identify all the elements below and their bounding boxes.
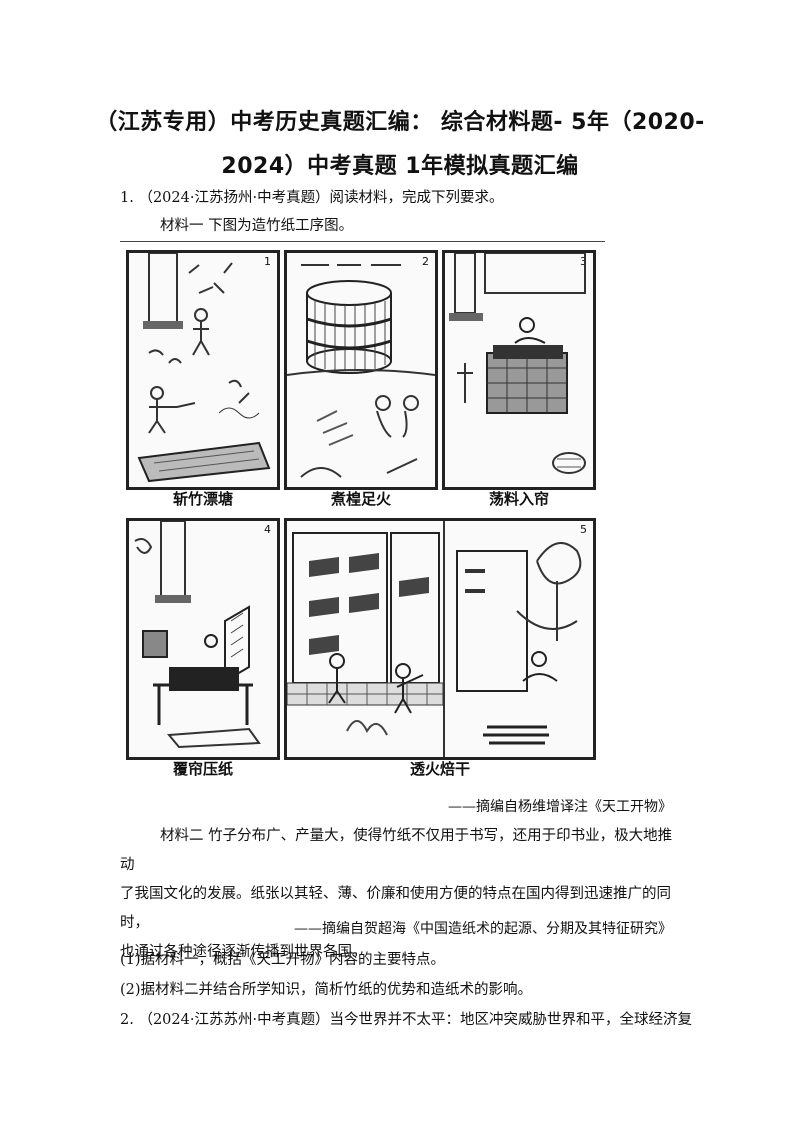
panel-3-illustration: 3 bbox=[442, 250, 596, 490]
panel-2-number: 2 bbox=[422, 255, 429, 268]
panel-5-number: 5 bbox=[580, 523, 587, 536]
material1-source: ——摘编自杨维增译注《天工开物》 bbox=[448, 799, 672, 815]
subquestion-2: (2)据材料二并结合所学知识，简析竹纸的优势和造纸术的影响。 bbox=[120, 982, 533, 998]
fire-drying-drawing bbox=[287, 521, 582, 757]
material2-line1: 材料二 竹子分布广、产量大，使得竹纸不仅用于书写，还用于印书业，极大地推动 bbox=[120, 828, 673, 873]
panel-4-illustration: 4 bbox=[126, 518, 280, 760]
bamboo-cutting-drawing bbox=[137, 253, 271, 483]
document-title-line1: （江苏专用）中考历史真题汇编： 综合材料题- 5年（2020- bbox=[95, 110, 705, 135]
document-title-line2: 2024）中考真题 1年模拟真题汇编 bbox=[221, 154, 579, 179]
material2-source: ——摘编自贺超海《中国造纸术的起源、分期及其特征研究》 bbox=[294, 921, 672, 937]
panel-1-number: 1 bbox=[264, 255, 271, 268]
material2-line2: 了我国文化的发展。纸张以其轻、薄、价廉和使用方便的特点在国内得到迅速推广的同时， bbox=[120, 886, 671, 931]
panel-3-caption: 荡料入帘 bbox=[488, 490, 549, 508]
boiling-vat-drawing bbox=[287, 264, 435, 478]
material2-paragraph: 材料二 竹子分布广、产量大，使得竹纸不仅用于书写，还用于印书业，极大地推动 了我… bbox=[120, 822, 680, 967]
panel-1-caption: 斩竹漂塘 bbox=[172, 490, 233, 508]
screen-dipping-drawing bbox=[449, 253, 586, 474]
panel-4-caption: 覆帘压纸 bbox=[172, 760, 233, 778]
divider bbox=[120, 241, 605, 242]
screen-pressing-drawing bbox=[134, 521, 261, 749]
panel-3-number: 3 bbox=[580, 255, 587, 268]
question2-header: 2. （2024·江苏苏州·中考真题）当今世界并不太平：地区冲突威胁世界和平，全… bbox=[120, 1012, 693, 1028]
papermaking-figure: 1 斩竹漂塘 2 bbox=[122, 246, 612, 786]
panel-2-illustration: 2 bbox=[284, 250, 438, 490]
material2-line3: 也通过各种途径逐渐传播到世界各国。 bbox=[120, 944, 367, 960]
panel-5-caption: 透火焙干 bbox=[409, 760, 470, 778]
panel-4-number: 4 bbox=[264, 523, 271, 536]
question1-header: 1. （2024·江苏扬州·中考真题）阅读材料，完成下列要求。 bbox=[120, 190, 504, 206]
subquestion-1: (1)据材料一，概括《天工开物》内容的主要特点。 bbox=[120, 952, 446, 968]
panel-2-caption: 煮楻足火 bbox=[330, 490, 391, 508]
panel-1-illustration: 1 bbox=[126, 250, 280, 490]
panel-5-illustration: 5 bbox=[284, 518, 596, 760]
material1-label: 材料一 下图为造竹纸工序图。 bbox=[160, 218, 354, 234]
